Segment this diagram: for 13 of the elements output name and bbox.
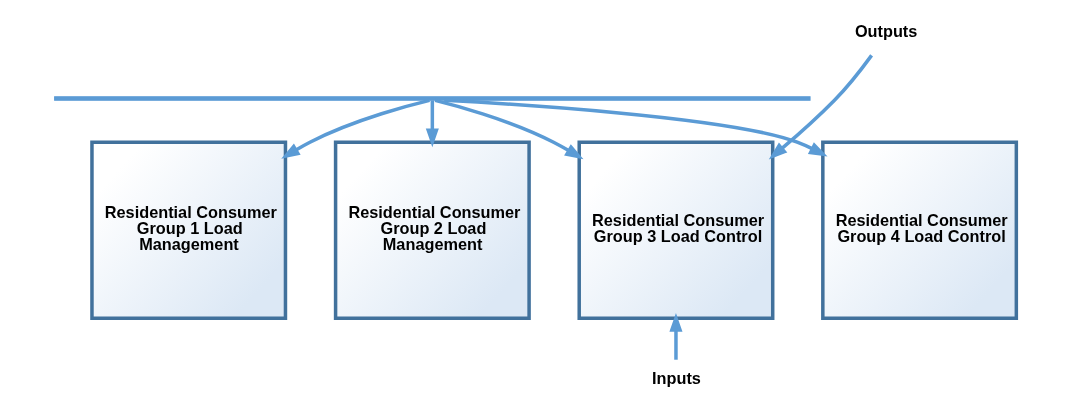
- arrow: [668, 313, 682, 360]
- node-box: Residential Consumer Group 3 Load Control: [576, 140, 774, 320]
- node-text: Outputs: [854, 21, 917, 40]
- node-box: Residential Consumer Group 4 Load Control: [820, 140, 1018, 320]
- arrow: [768, 54, 873, 160]
- node-box: Residential Consumer Group 1 Load Management: [89, 140, 287, 320]
- node-text: Inputs: [651, 369, 701, 388]
- arrow: [425, 100, 439, 148]
- arrow: [434, 98, 583, 160]
- arrow: [443, 98, 828, 157]
- arrow: [280, 98, 430, 159]
- node-box: Residential Consumer Group 2 Load Management: [333, 140, 531, 320]
- node-bar: [53, 96, 811, 101]
